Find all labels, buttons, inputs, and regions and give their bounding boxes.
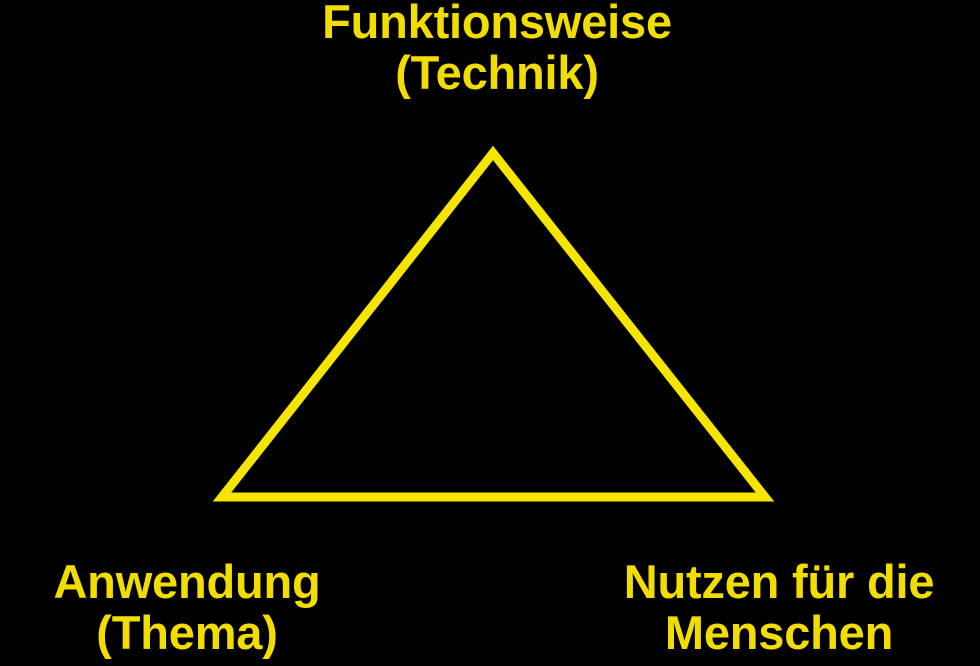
label-apex-line1: Funktionsweise bbox=[322, 0, 672, 48]
label-apex: Funktionsweise (Technik) bbox=[0, 0, 980, 98]
label-bottom-left: Anwendung (Thema) bbox=[0, 556, 372, 658]
label-bottom-right-line2: Menschen bbox=[664, 606, 894, 659]
label-bottom-left-line2: (Thema) bbox=[96, 606, 278, 659]
label-bottom-left-line1: Anwendung bbox=[53, 555, 321, 608]
triangle-outline-shape bbox=[212, 145, 775, 502]
label-bottom-right: Nutzen für die Menschen bbox=[594, 556, 966, 658]
label-apex-line2: (Technik) bbox=[395, 46, 599, 99]
label-bottom-right-line1: Nutzen für die bbox=[623, 555, 935, 608]
